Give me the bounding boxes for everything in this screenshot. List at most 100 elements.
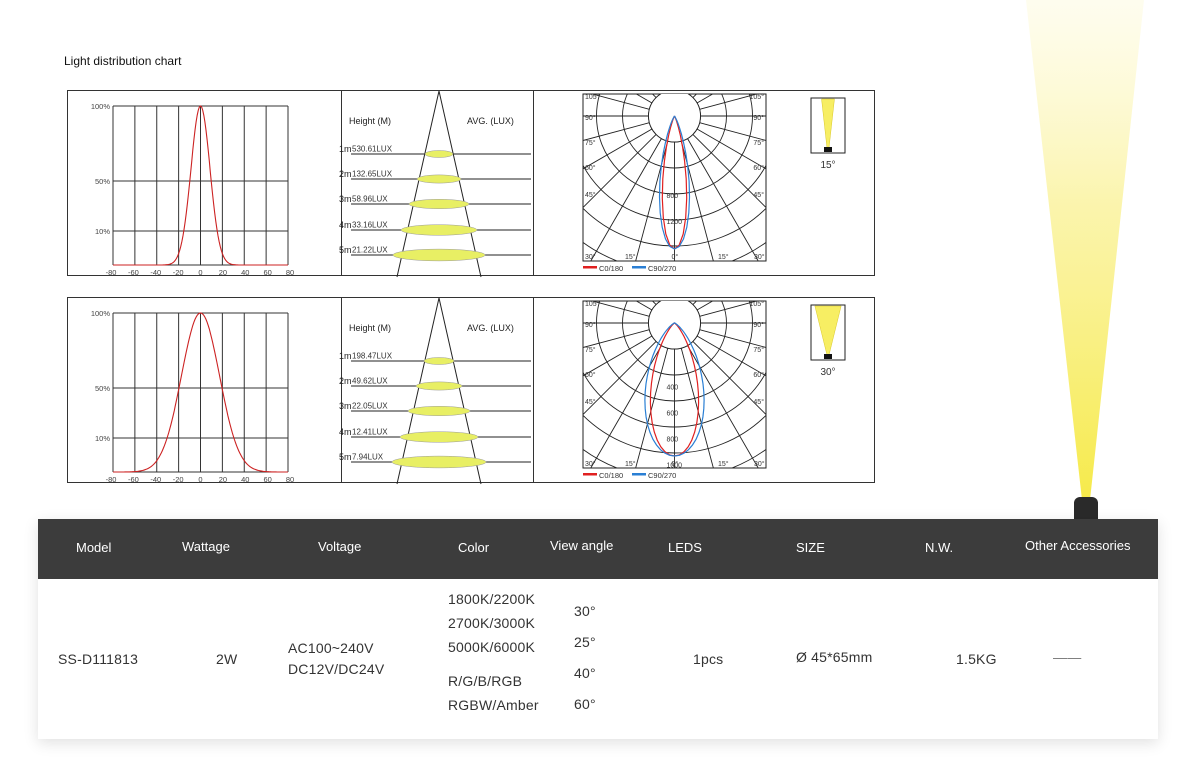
polar-grid — [583, 301, 766, 468]
lux-value: 198.47LUX — [352, 352, 393, 361]
polar-angle-label: 60° — [753, 371, 764, 379]
polar-spoke — [590, 138, 662, 261]
polar-spoke — [571, 0, 668, 91]
polar-angle-label: 105° — [750, 300, 765, 308]
polar-spoke — [699, 122, 766, 141]
header-color: Color — [458, 540, 490, 555]
height-label: 4m — [339, 220, 352, 230]
polar-angle-label: 60° — [585, 371, 596, 379]
height-label: 2m — [339, 169, 352, 179]
polar-angle-label: 45° — [585, 191, 596, 199]
polar-radial-label: 800 — [667, 436, 679, 443]
polar-spoke — [475, 0, 662, 93]
x-tick-label: -20 — [173, 268, 184, 277]
legend-swatch-c90 — [632, 473, 646, 476]
header-leds: LEDS — [668, 540, 702, 555]
y-tick-label: 100% — [91, 102, 111, 111]
cell-wattage: 2W — [216, 651, 238, 667]
cell-color-2: 2700K/3000K — [448, 615, 536, 631]
light-spot-ellipse — [408, 199, 470, 209]
height-label: 3m — [339, 194, 352, 204]
polar-spoke — [692, 341, 766, 416]
c90-270-curve — [644, 322, 705, 457]
header-nw: N.W. — [925, 540, 954, 555]
polar-spoke — [583, 128, 653, 170]
polar-angle-label: 45° — [753, 191, 764, 199]
legend-label-c0: C0/180 — [599, 264, 623, 273]
lux-value: 22.05LUX — [352, 402, 388, 411]
height-label: 1m — [339, 351, 352, 361]
polar-spoke — [687, 345, 759, 468]
lux-value: 21.22LUX — [352, 246, 388, 255]
polar-spoke — [583, 329, 650, 348]
y-tick-label: 10% — [95, 227, 110, 236]
header-view-angle: View angle — [550, 538, 614, 553]
polar-spoke — [692, 94, 698, 98]
height-label: 1m — [339, 144, 352, 154]
polar-radial-label: 600 — [667, 410, 679, 417]
height-header: Height (M) — [349, 116, 391, 126]
polar-spoke — [583, 341, 657, 416]
polar-angle-label: 60° — [753, 164, 764, 172]
polar-bottom-label: 0° — [672, 460, 679, 468]
legend-swatch-c0 — [583, 266, 597, 269]
polar-angle-label: 90° — [585, 114, 596, 122]
polar-angle-label: 90° — [585, 321, 596, 329]
polar-angle-label: 75° — [753, 139, 764, 147]
light-beam-illustration — [1026, 0, 1144, 500]
x-tick-label: -40 — [150, 268, 161, 277]
polar-bottom-label: 30° — [585, 460, 596, 468]
cell-voltage-1: AC100~240V — [288, 640, 374, 656]
header-other-accessories: Other Accessories — [1025, 538, 1131, 553]
cell-color-4: R/G/B/RGB — [448, 673, 523, 689]
polar-spoke — [635, 94, 653, 104]
polar-angle-label: 45° — [753, 398, 764, 406]
beam-angle-icon: 30° — [810, 304, 846, 378]
light-spot-ellipse — [415, 381, 463, 391]
spec-table-header: Model Wattage Voltage Color View angle L… — [38, 519, 1158, 579]
cell-view-angle-4: 60° — [574, 696, 596, 712]
cell-leds: 1pcs — [693, 651, 724, 667]
cell-view-angle-3: 40° — [574, 665, 596, 681]
cell-nw: 1.5KG — [956, 651, 997, 667]
height-label: 2m — [339, 376, 352, 386]
polar-spoke — [692, 134, 766, 209]
lux-value: 33.16LUX — [352, 221, 388, 230]
height-label: 5m — [339, 452, 352, 462]
cell-voltage-2: DC12V/DC24V — [288, 661, 385, 677]
cone-edge — [396, 90, 440, 278]
polar-spoke — [699, 329, 766, 348]
cone-edge — [438, 297, 482, 485]
x-tick-label: -20 — [173, 475, 184, 484]
x-tick-label: -80 — [106, 268, 117, 277]
polar-angle-label: 105° — [585, 300, 600, 308]
polar-spoke — [687, 138, 759, 261]
x-tick-label: 80 — [286, 268, 294, 277]
polar-angle-label: 90° — [753, 114, 764, 122]
height-label: 5m — [339, 245, 352, 255]
polar-angle-label: 45° — [585, 398, 596, 406]
light-spot-ellipse — [423, 357, 455, 365]
polar-spoke — [583, 122, 650, 141]
avg-lux-header: AVG. (LUX) — [467, 323, 514, 333]
x-tick-label: 0 — [198, 475, 202, 484]
lux-value: 12.41LUX — [352, 428, 388, 437]
cell-color-5: RGBW/Amber — [448, 697, 539, 713]
polar-radial-label: 1200 — [667, 219, 683, 226]
polar-radial-label: 400 — [667, 384, 679, 391]
lux-value: 530.61LUX — [352, 145, 393, 154]
polar-bottom-label: 15° — [718, 460, 729, 468]
polar-spoke — [590, 345, 662, 468]
polar-bottom-label: 15° — [625, 253, 636, 261]
beam-angle-label: 15° — [820, 160, 835, 171]
x-tick-label: 80 — [286, 475, 294, 484]
light-spot-ellipse — [392, 248, 486, 262]
cell-color-3: 5000K/6000K — [448, 639, 536, 655]
x-tick-label: 60 — [263, 475, 271, 484]
polar-grid — [475, 0, 766, 261]
lux-value: 49.62LUX — [352, 377, 388, 386]
polar-spoke — [696, 94, 714, 104]
